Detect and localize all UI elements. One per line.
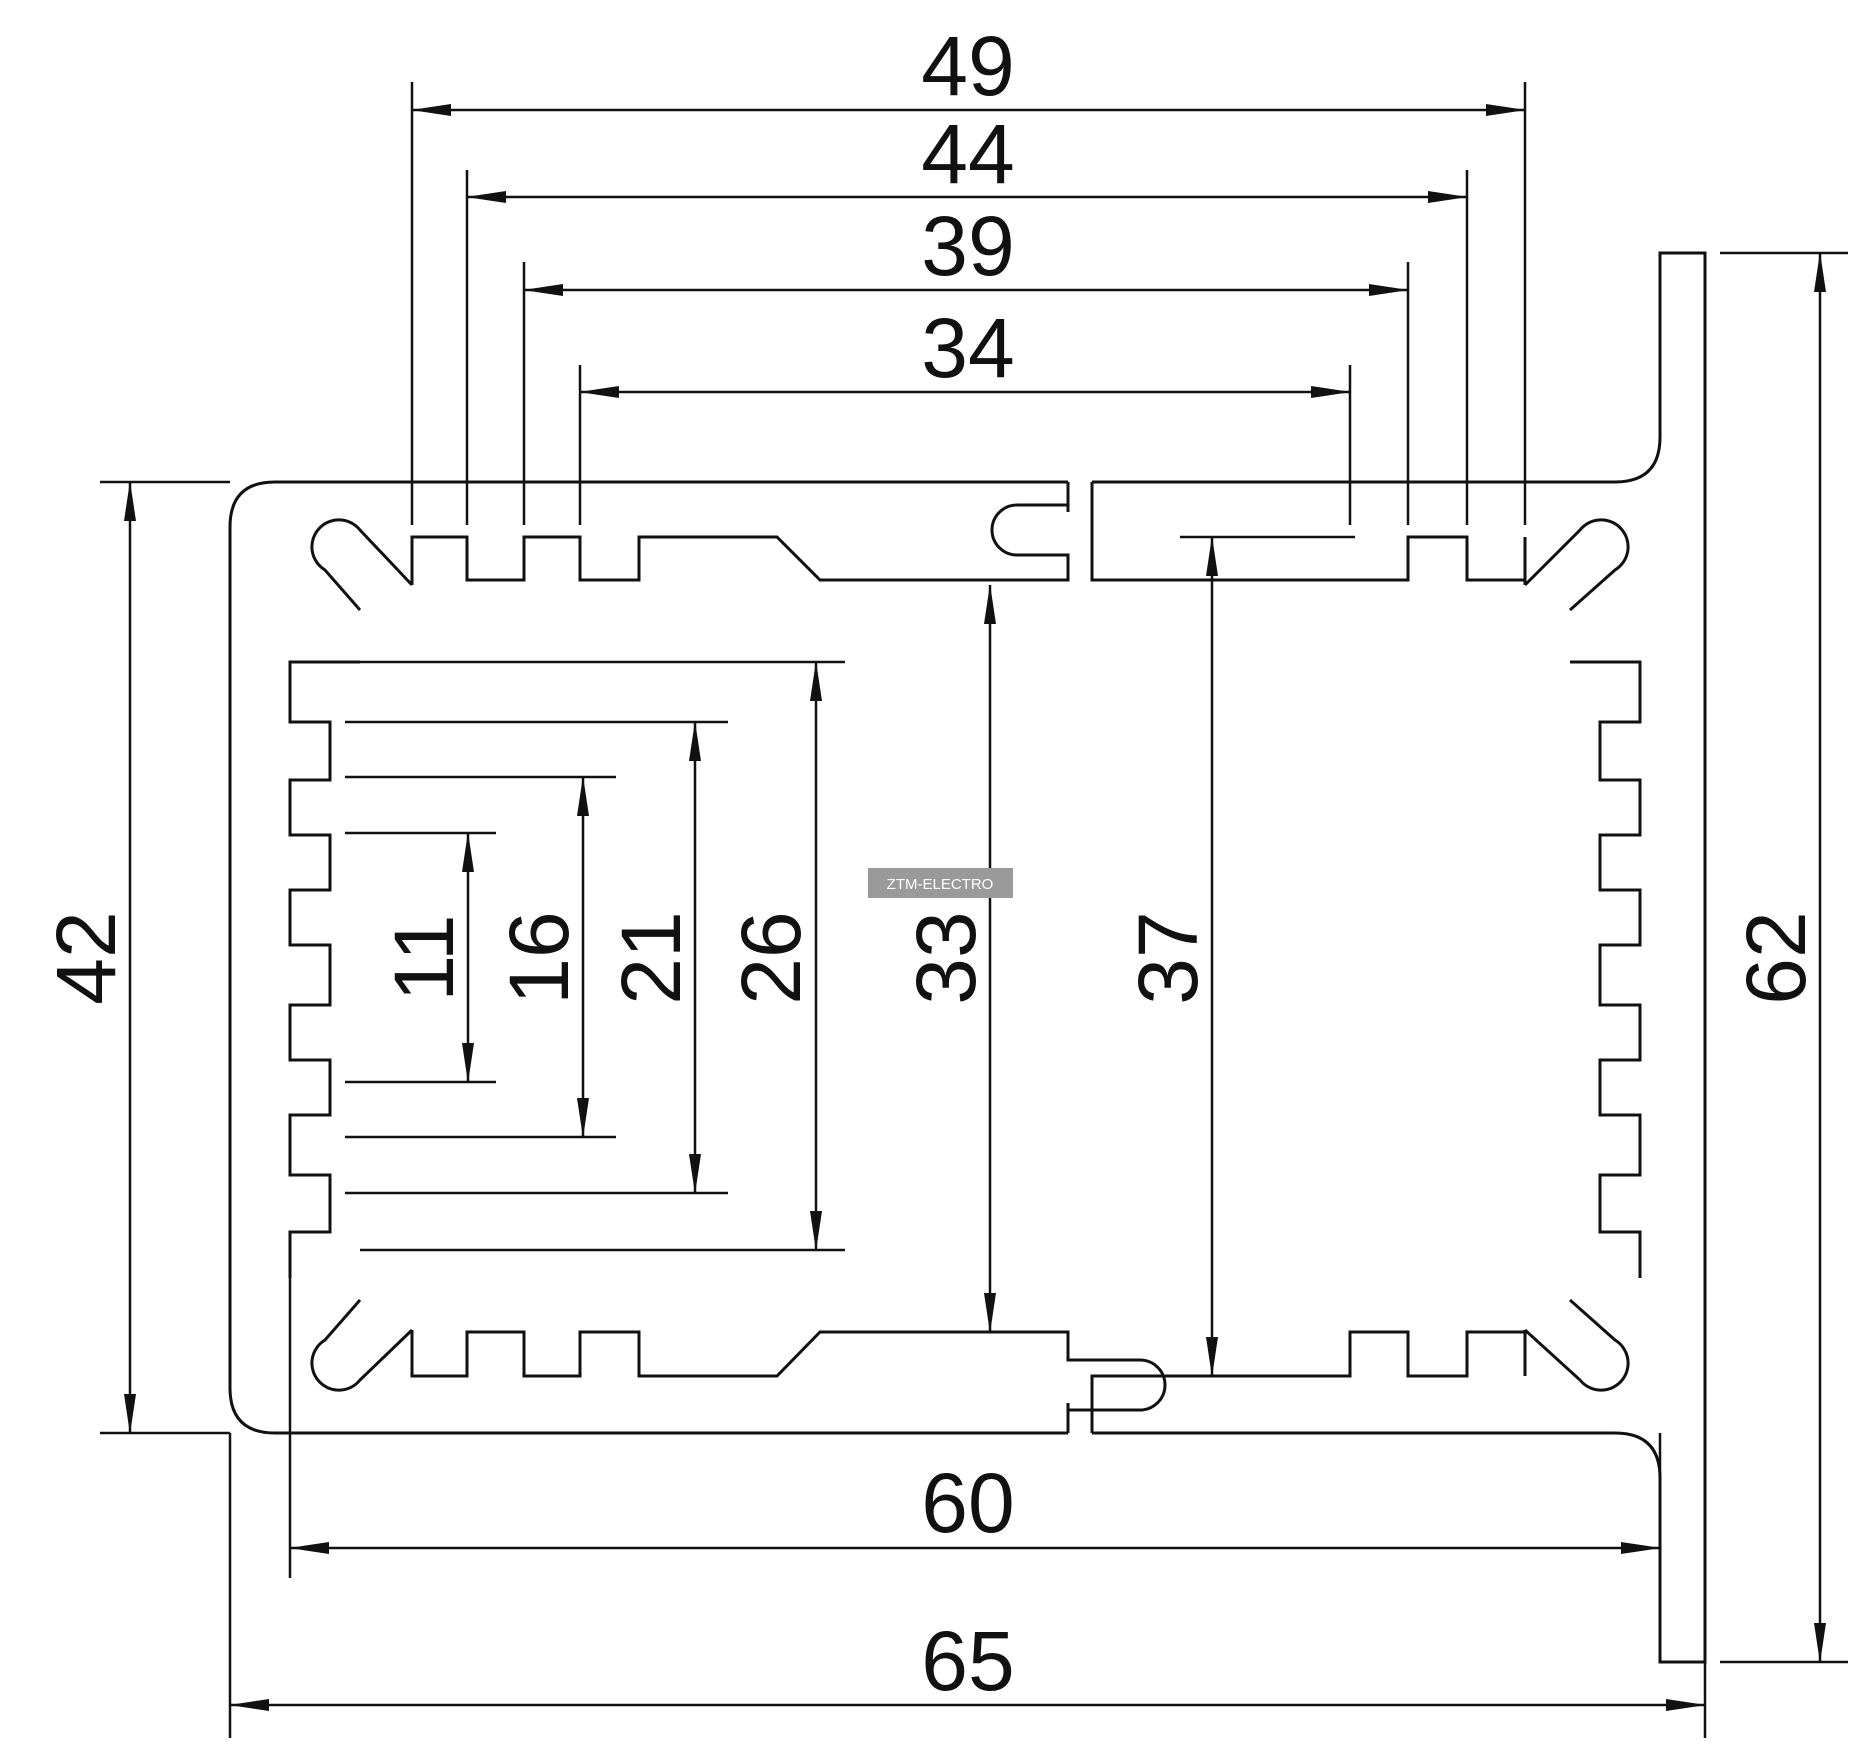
dim-label-33: 33 bbox=[899, 911, 993, 1004]
outer-shell-right bbox=[1092, 251, 1707, 1664]
inner-top-right bbox=[1090, 512, 1527, 585]
dim-label-39: 39 bbox=[921, 199, 1014, 293]
inner-right-wall bbox=[1570, 660, 1642, 1252]
slot-bottom-right bbox=[1523, 1298, 1630, 1392]
outer-shell-left bbox=[228, 480, 1068, 1435]
dim-label-44: 44 bbox=[921, 107, 1014, 201]
dimension-lines bbox=[124, 104, 1826, 1711]
watermark-background bbox=[868, 868, 1013, 898]
inner-bottom-left bbox=[410, 1330, 1167, 1412]
split-gap-top bbox=[1066, 482, 1094, 512]
dim-label-62: 62 bbox=[1729, 911, 1823, 1004]
profile-outline bbox=[228, 251, 1707, 1664]
dim-label-11: 11 bbox=[377, 914, 471, 1001]
dim-label-60: 60 bbox=[921, 1456, 1014, 1550]
dim-label-42: 42 bbox=[39, 911, 133, 1004]
inner-left-wall bbox=[288, 660, 360, 1252]
inner-top-left bbox=[410, 503, 1070, 585]
dim-label-16: 16 bbox=[492, 911, 586, 1004]
slot-top-right bbox=[1523, 518, 1630, 612]
dim-label-26: 26 bbox=[724, 911, 818, 1004]
inner-bottom-right bbox=[1090, 1330, 1527, 1403]
watermark-text: ZTM-ELECTRO bbox=[887, 876, 994, 893]
dim-label-21: 21 bbox=[604, 911, 698, 1004]
split-gap-bottom bbox=[1066, 1403, 1094, 1433]
dim-label-37: 37 bbox=[1121, 911, 1215, 1004]
dim-label-49: 49 bbox=[921, 19, 1014, 113]
slot-bottom-left bbox=[310, 1299, 414, 1392]
slot-top-left bbox=[310, 518, 414, 611]
watermark: ZTM-ELECTRO bbox=[868, 868, 1013, 898]
dim-label-34: 34 bbox=[921, 301, 1014, 395]
dimension-labels: 49 44 39 34 42 62 11 16 21 26 33 37 60 6… bbox=[39, 19, 1823, 1708]
dim-label-65: 65 bbox=[921, 1614, 1014, 1708]
